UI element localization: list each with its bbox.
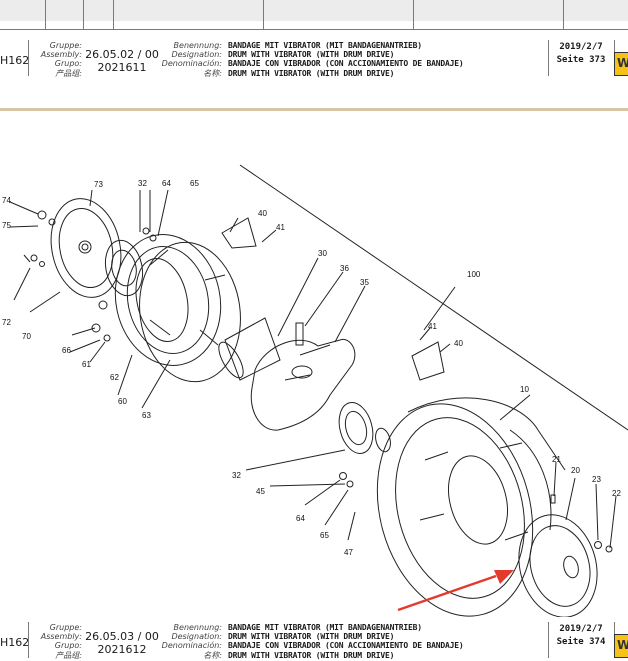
callout-65a: 65	[190, 179, 199, 188]
callout-45: 45	[256, 487, 265, 496]
callout-20: 20	[571, 466, 580, 475]
model-code: H162	[0, 636, 30, 649]
exploded-drum-diagram: 74 75 73 32 64 65 40 41 72 70 66 61 62 6…	[2, 164, 628, 617]
callout-65b: 65	[320, 531, 329, 540]
callout-74: 74	[2, 196, 11, 205]
callout-73: 73	[94, 180, 103, 189]
callout-40a: 40	[258, 209, 267, 218]
callout-10: 10	[520, 385, 529, 394]
callout-36: 36	[340, 264, 349, 273]
highlight-arrow	[397, 570, 514, 612]
page-number: Seite 374	[556, 637, 606, 647]
callout-41a: 41	[276, 223, 285, 232]
label-name-cn: 名称:	[203, 650, 222, 660]
callout-72: 72	[2, 318, 11, 327]
callout-100: 100	[467, 270, 481, 279]
label-assembly: Assembly:	[40, 50, 82, 60]
label-assembly: Assembly:	[40, 632, 82, 642]
callout-32a: 32	[138, 179, 147, 188]
callout-62: 62	[110, 373, 119, 382]
callout-22: 22	[612, 489, 621, 498]
callout-23: 23	[592, 475, 601, 484]
assembly-number: 26.05.02 / 00	[85, 48, 159, 61]
assembly-number: 26.05.03 / 00	[85, 630, 159, 643]
brand-logo-icon: W	[614, 634, 628, 658]
label-denominacion: Denominación:	[161, 641, 222, 651]
label-designation: Designation:	[171, 632, 222, 642]
header-title-block: H162 Gruppe: Assembly: Grupo: 产品组: 26.05…	[0, 40, 628, 78]
callout-21: 21	[552, 455, 561, 464]
callout-60: 60	[118, 397, 127, 406]
callout-32b: 32	[232, 471, 241, 480]
brand-logo-icon: W	[614, 52, 628, 76]
label-designation: Designation:	[171, 50, 222, 60]
label-group-cn: 产品组:	[55, 650, 82, 660]
callout-66: 66	[62, 346, 71, 355]
callout-61: 61	[82, 360, 91, 369]
label-benennung: Benennung:	[173, 623, 222, 632]
footer-title-block: H162 Gruppe: Assembly: Grupo: 产品组: 26.05…	[0, 622, 628, 660]
callout-41b: 41	[428, 322, 437, 331]
label-gruppe: Gruppe:	[49, 623, 82, 632]
section-divider	[0, 108, 628, 111]
label-gruppe: Gruppe:	[49, 41, 82, 50]
callout-64b: 64	[296, 514, 305, 523]
description-lines: BANDAGE MIT VIBRATOR (MIT BANDAGENANTRIE…	[228, 623, 464, 660]
group-number: 2021612	[97, 643, 147, 656]
parts-list-strip	[0, 0, 628, 30]
label-name-cn: 名称:	[203, 68, 222, 78]
callout-35: 35	[360, 278, 369, 287]
doc-date: 2019/2/7	[559, 624, 603, 634]
callout-40b: 40	[454, 339, 463, 348]
description-lines: BANDAGE MIT VIBRATOR (MIT BANDAGENANTRIE…	[228, 41, 464, 78]
page-number: Seite 373	[556, 55, 606, 65]
label-grupo: Grupo:	[54, 641, 82, 651]
label-benennung: Benennung:	[173, 41, 222, 50]
callout-64a: 64	[162, 179, 171, 188]
group-number: 2021611	[97, 61, 147, 74]
doc-date: 2019/2/7	[559, 42, 603, 52]
callout-70: 70	[22, 332, 31, 341]
label-grupo: Grupo:	[54, 59, 82, 69]
label-group-cn: 产品组:	[55, 68, 82, 78]
callout-63: 63	[142, 411, 151, 420]
model-code: H162	[0, 54, 30, 67]
label-denominacion: Denominación:	[161, 59, 222, 69]
callout-30: 30	[318, 249, 327, 258]
callout-47: 47	[344, 548, 353, 557]
callout-75: 75	[2, 221, 11, 230]
